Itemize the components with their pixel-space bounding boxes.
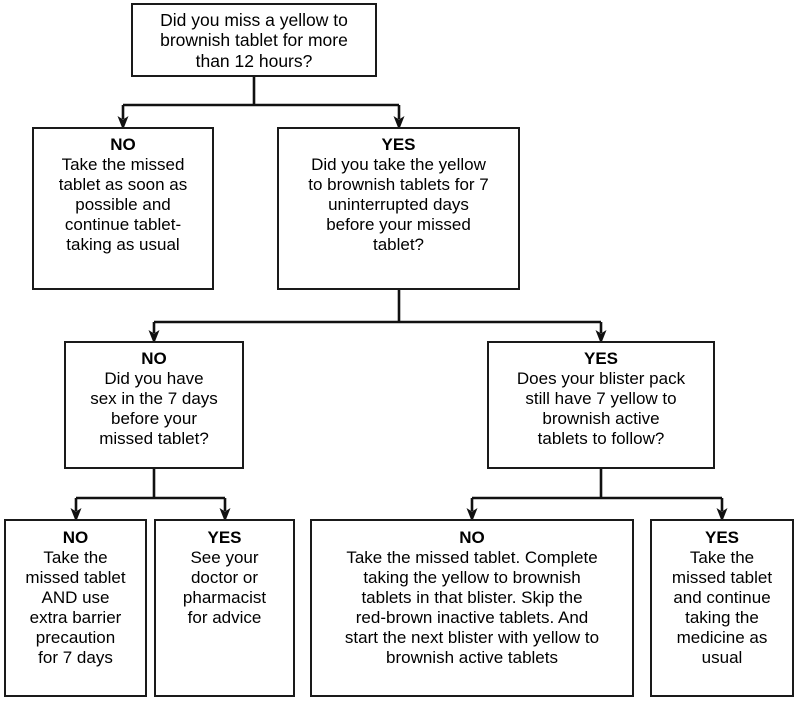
node-r2-no-take-missed[interactable]: NO Take the missed tablet as soon as pos… <box>32 127 214 290</box>
node-r3-yes-blister-pack[interactable]: YES Does your blister pack still have 7 … <box>487 341 715 469</box>
node-r3-no-text: Did you have sex in the 7 days before yo… <box>90 369 218 449</box>
node-r3-no-answer: NO <box>141 349 167 368</box>
node-r4-no-left-answer: NO <box>62 528 89 547</box>
node-r2-yes-text: Did you take the yellow to brownish tabl… <box>308 155 489 255</box>
node-r3-yes-answer: YES <box>583 349 619 368</box>
node-r4-yes-left-answer: YES <box>207 528 242 547</box>
node-r3-no-sex-in-7-days[interactable]: NO Did you have sex in the 7 days before… <box>64 341 244 469</box>
node-r4-yes-right-text: Take the missed tablet and continue taki… <box>671 548 773 668</box>
node-r4-yes-see-doctor[interactable]: YES See your doctor or pharmacist for ad… <box>154 519 295 697</box>
node-r4-no-complete-blister[interactable]: NO Take the missed tablet. Complete taki… <box>310 519 634 697</box>
node-q1-text: Did you miss a yellow to brownish tablet… <box>160 9 348 71</box>
node-r2-no-answer: NO <box>110 135 136 154</box>
node-r4-no-extra-barrier[interactable]: NO Take the missed tablet AND use extra … <box>4 519 147 697</box>
node-r4-yes-right-answer: YES <box>704 528 740 547</box>
node-r3-yes-text: Does your blister pack still have 7 yell… <box>516 369 686 449</box>
node-r4-yes-continue-medicine[interactable]: YES Take the missed tablet and continue … <box>650 519 794 697</box>
node-r4-yes-left-text: See your doctor or pharmacist for advice <box>182 548 267 628</box>
node-r2-no-text: Take the missed tablet as soon as possib… <box>58 155 188 255</box>
node-q1-missed-tablet[interactable]: Did you miss a yellow to brownish tablet… <box>131 3 377 77</box>
node-r2-yes-uninterrupted-days[interactable]: YES Did you take the yellow to brownish … <box>277 127 520 290</box>
node-r2-yes-answer: YES <box>381 135 416 154</box>
node-r4-no-left-text: Take the missed tablet AND use extra bar… <box>25 548 126 668</box>
node-r4-no-right-answer: NO <box>459 528 485 547</box>
node-r4-no-right-text: Take the missed tablet. Complete taking … <box>344 548 600 668</box>
